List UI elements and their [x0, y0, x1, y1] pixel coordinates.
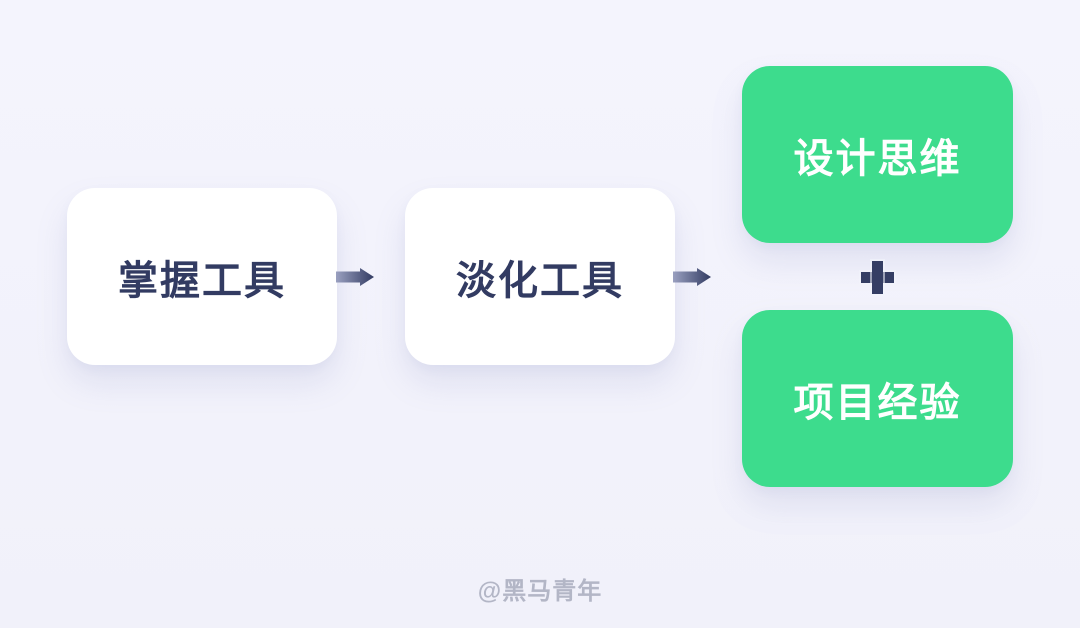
node-project-experience: 项目经验 — [742, 310, 1013, 487]
node-downplay-tools-label: 淡化工具 — [456, 258, 624, 303]
node-master-tools-label: 掌握工具 — [118, 258, 286, 303]
plus-icon-core — [872, 272, 883, 283]
node-project-experience-label: 项目经验 — [793, 380, 962, 425]
node-design-thinking-label: 设计思维 — [793, 136, 962, 181]
node-downplay-tools: 淡化工具 — [405, 188, 675, 365]
right-arrow-icon — [336, 268, 374, 286]
plus-icon — [861, 261, 894, 294]
node-design-thinking: 设计思维 — [742, 66, 1013, 243]
watermark: @黑马青年 — [477, 578, 603, 605]
right-arrow-icon — [673, 268, 711, 286]
node-master-tools: 掌握工具 — [67, 188, 337, 365]
